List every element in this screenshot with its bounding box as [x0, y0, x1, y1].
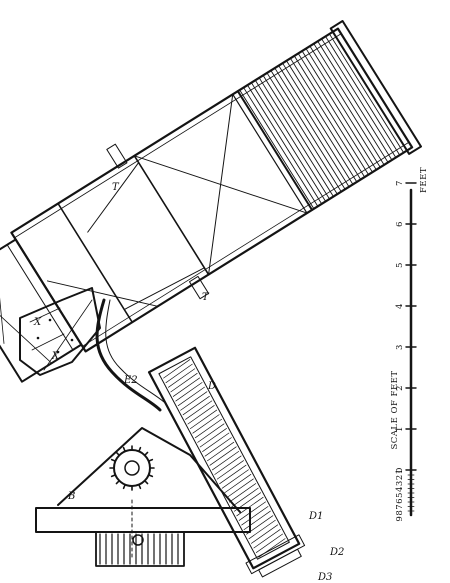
trunnion-lower	[106, 143, 128, 169]
scale-tick-label: 3	[395, 344, 405, 350]
label-B: B	[67, 491, 75, 502]
label-T-lower: T	[202, 292, 210, 303]
label-T-upper: T	[112, 182, 120, 193]
scale-tick-label: 5	[395, 262, 405, 268]
label-D: D	[207, 381, 216, 392]
scale-tick-label: 7	[395, 180, 405, 186]
mirror-box	[0, 238, 83, 383]
label-X-lower: X	[51, 351, 60, 362]
trunnion-upper	[188, 275, 210, 300]
label-D2: D2	[329, 547, 344, 558]
scale-tick-label: 6	[395, 221, 405, 227]
label-D3: D3	[317, 572, 332, 583]
polar-axis	[147, 346, 306, 578]
scale-of-feet: SCALE OF FEET FEET 0 1 2 3 4 5 6 7 987654321	[390, 167, 429, 522]
scale-caption: SCALE OF FEET	[390, 370, 400, 449]
label-D1: D1	[308, 511, 323, 522]
scale-tick-label: 2	[395, 385, 405, 391]
scale-tick-label: 4	[395, 303, 405, 309]
tube-lattice-section	[46, 93, 308, 324]
label-E2: E2	[123, 375, 138, 386]
scale-unit: FEET	[419, 167, 429, 193]
scale-tick-label: 1	[395, 426, 405, 432]
tube-ribbed-end	[239, 20, 422, 210]
label-X-upper: X	[33, 317, 42, 328]
scale-tick-label: 0	[395, 467, 405, 473]
scale-subdivision-labels: 987654321	[395, 468, 405, 521]
drive-cable	[95, 298, 162, 412]
telescope-tube	[0, 20, 422, 383]
stand-base	[35, 427, 251, 567]
eyepiece-cone	[19, 287, 101, 376]
